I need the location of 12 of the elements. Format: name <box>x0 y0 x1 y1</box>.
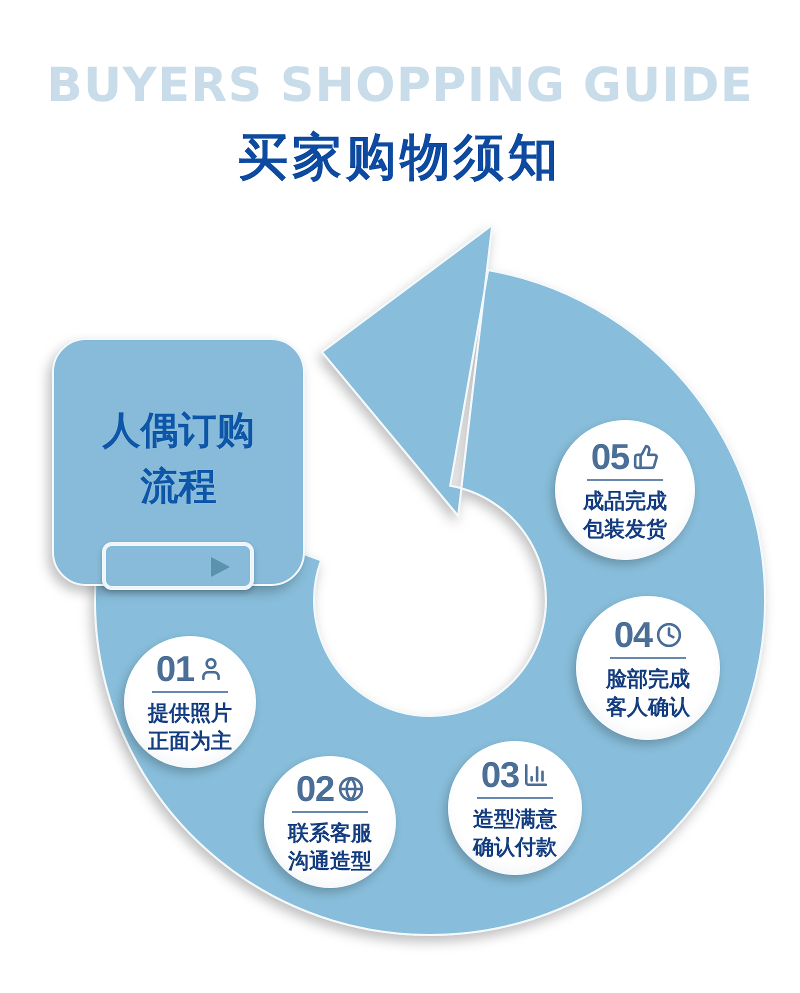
step-number: 02 <box>296 769 334 809</box>
step-number: 04 <box>614 615 652 655</box>
step-number: 05 <box>590 437 630 477</box>
step-text: 造型满意确认付款 <box>471 806 558 861</box>
card-title: 人偶订购流程 <box>101 407 256 510</box>
step-text: 提供照片正面为主 <box>146 700 233 755</box>
step-text: 脸部完成客人确认 <box>604 666 692 721</box>
step-text: 成品完成包装发货 <box>582 488 668 543</box>
step-number: 03 <box>480 755 520 795</box>
step-text: 联系客服沟通造型 <box>286 820 373 875</box>
step-number: 01 <box>156 649 194 689</box>
subtitle: 买家购物须知 <box>238 128 562 186</box>
